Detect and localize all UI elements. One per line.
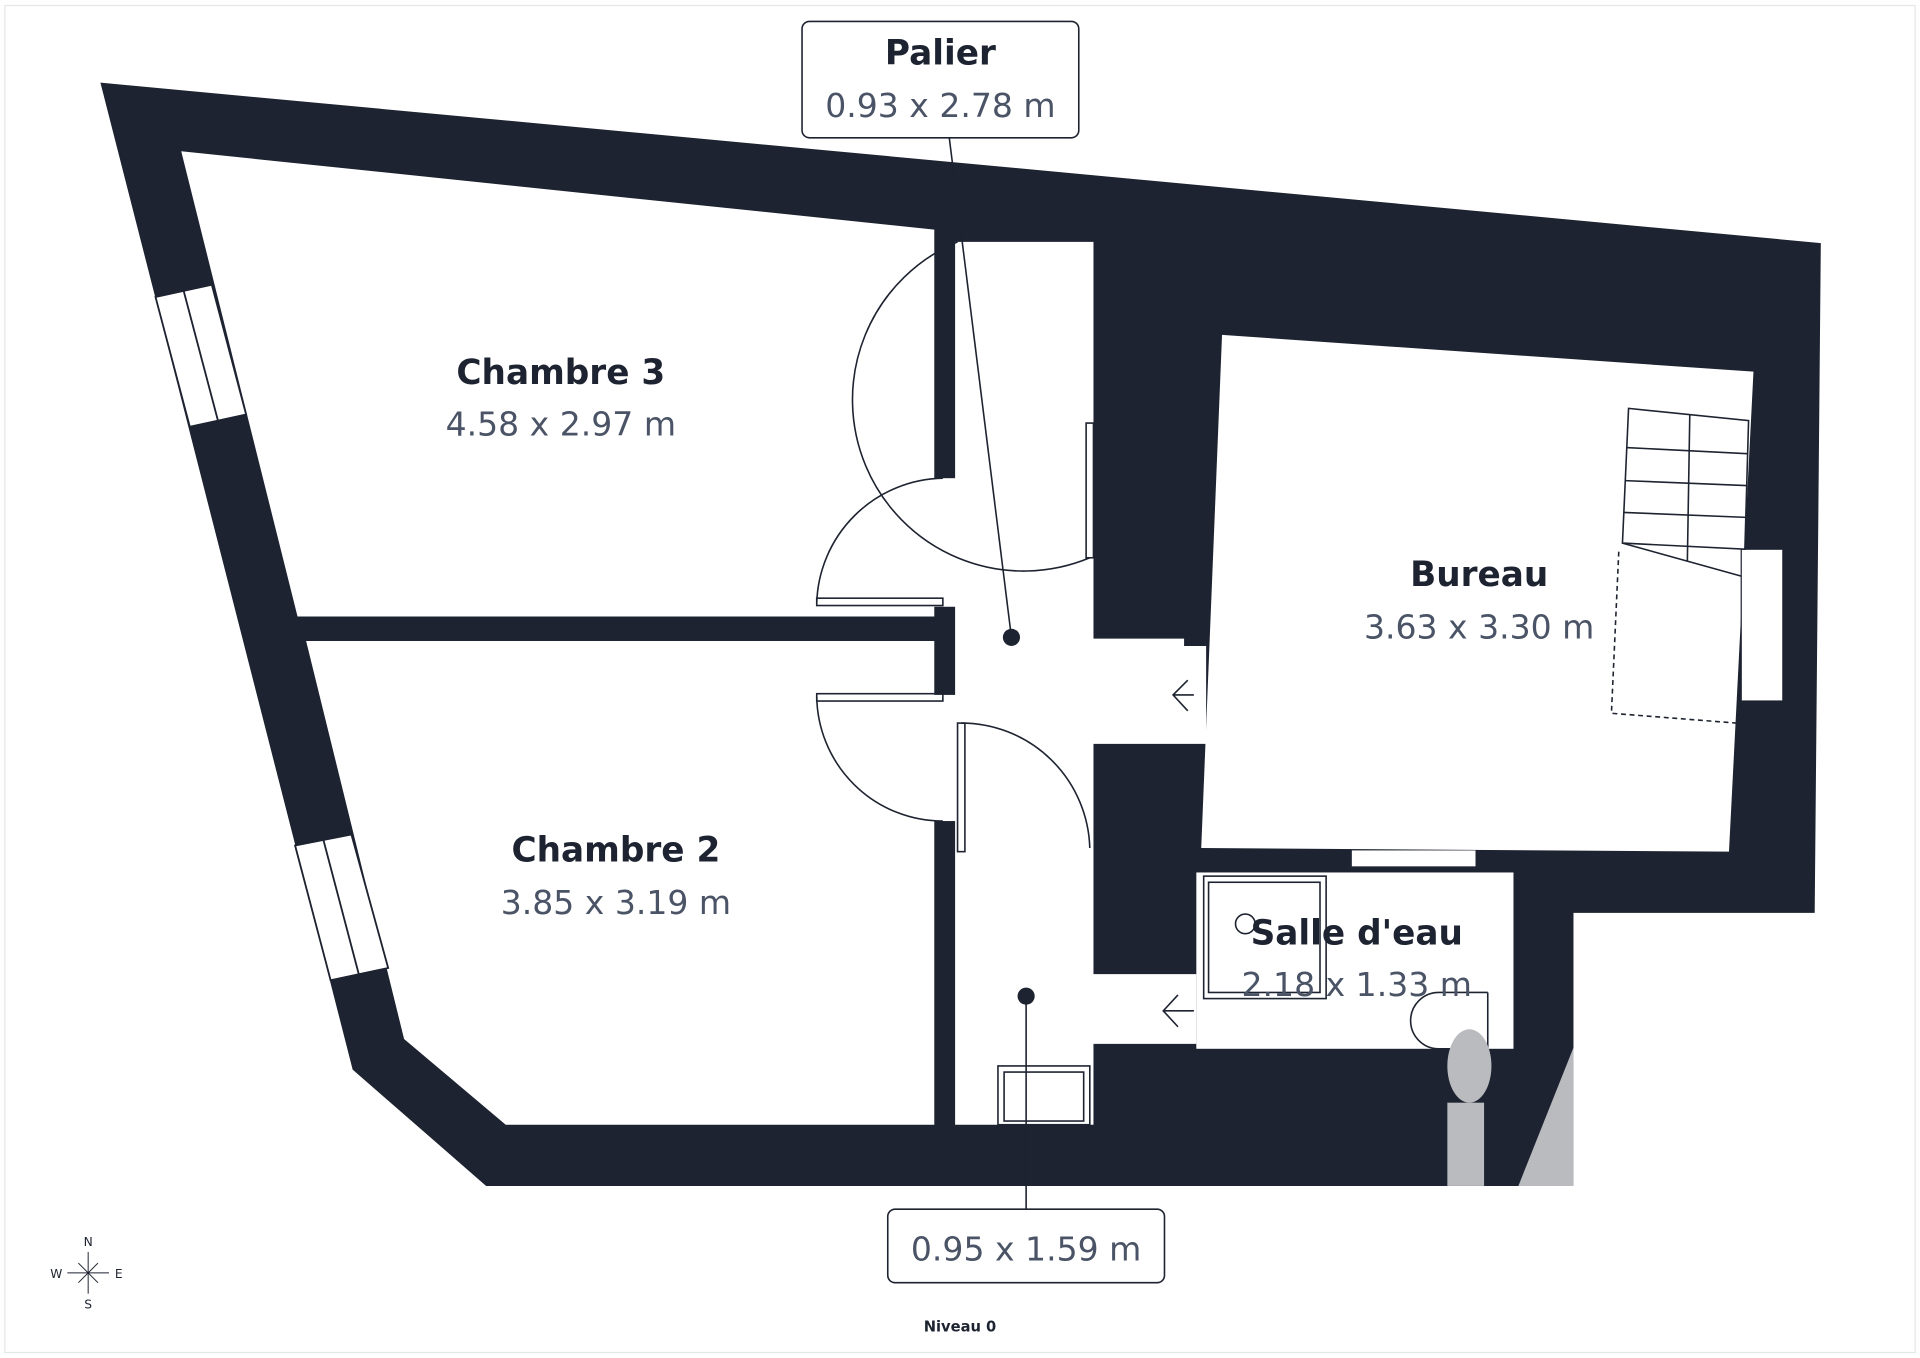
compass-s: S: [84, 1297, 92, 1311]
room-name-palier: Palier: [885, 33, 996, 73]
room-name-chambre-3: Chambre 3: [456, 353, 665, 393]
palier-label-box: [801, 20, 1080, 139]
toilet: [1409, 991, 1489, 1050]
room-dims-chambre-2: 3.85 x 3.19 m: [501, 883, 731, 922]
shower-tray: [1202, 875, 1327, 1000]
room-chambre-3: [181, 151, 935, 617]
room-salle-deau: [1196, 872, 1514, 1049]
room-dims-storage: 0.95 x 1.59 m: [911, 1230, 1141, 1269]
compass-e: E: [115, 1267, 123, 1281]
room-name-chambre-2: Chambre 2: [512, 830, 721, 870]
level-label: Niveau 0: [924, 1319, 997, 1336]
window-bureau: [1740, 548, 1784, 702]
door-opening-chambre-3: [933, 478, 958, 607]
compass-n: N: [84, 1235, 93, 1249]
window-left-bottom: [293, 833, 390, 982]
room-name-bureau: Bureau: [1410, 555, 1548, 595]
room-dims-palier: 0.93 x 2.78 m: [825, 86, 1055, 125]
cabinet: [997, 1065, 1091, 1126]
staircase: [1610, 407, 1750, 724]
storage-label-box: [886, 1208, 1166, 1284]
room-name-salle-deau: Salle d'eau: [1251, 914, 1463, 954]
window-salle-deau: [1351, 850, 1476, 867]
room-bureau: [1201, 334, 1754, 852]
room-chambre-2: [306, 641, 935, 1125]
room-dims-bureau: 3.63 x 3.30 m: [1364, 608, 1594, 647]
room-dims-chambre-3: 4.58 x 2.97 m: [446, 404, 676, 443]
room-dims-salle-deau: 2.18 x 1.33 m: [1242, 965, 1472, 1004]
compass-icon: [67, 1252, 109, 1294]
compass-w: W: [50, 1267, 62, 1281]
room-palier: [955, 241, 1207, 1125]
door-opening-chambre-2: [933, 694, 958, 822]
door-swings: [815, 241, 1194, 1028]
window-left-top: [154, 283, 248, 428]
